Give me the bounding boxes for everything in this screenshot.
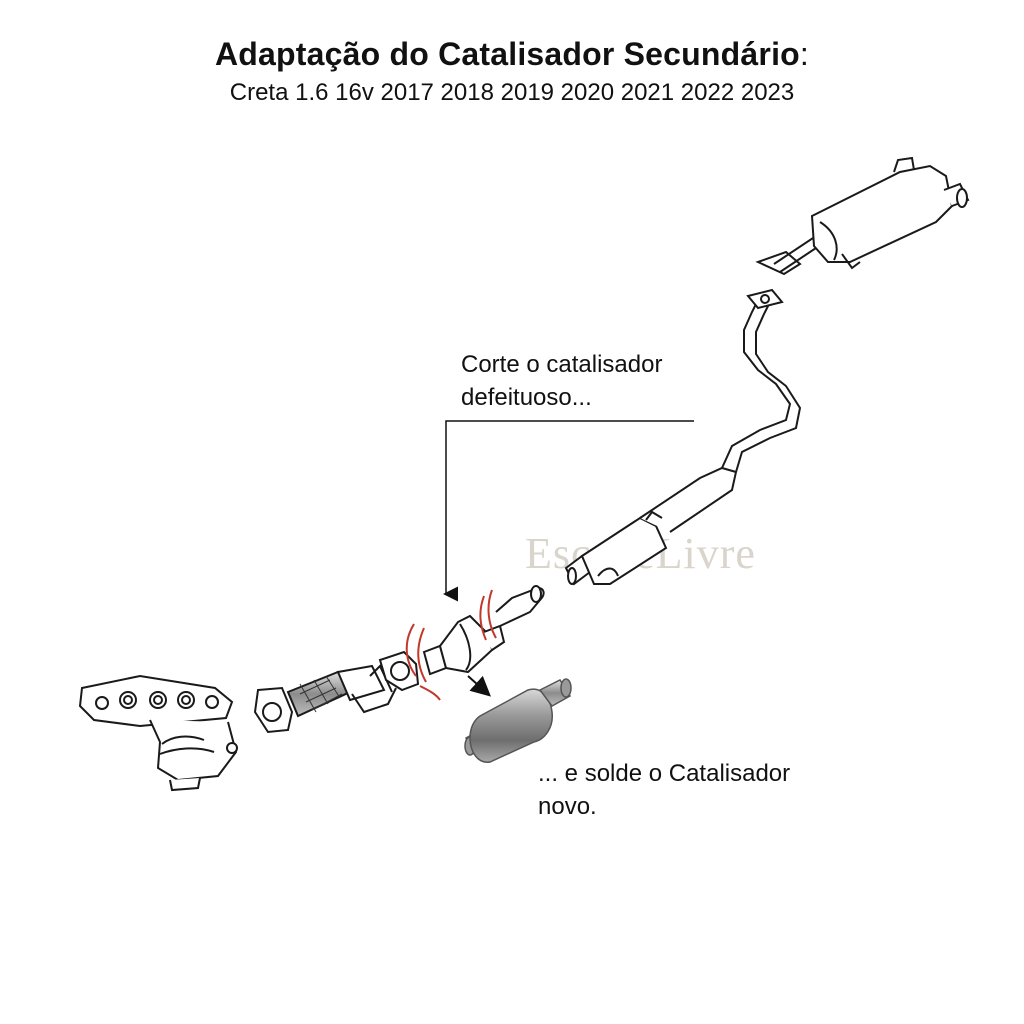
callout-weld-line1: ... e solde o Catalisador (538, 760, 791, 787)
callout-cut-line2: defeituoso... (461, 384, 592, 411)
callout-cut-text: Corte o catalisador defeituoso... (461, 348, 761, 414)
callout-weld-text: ... e solde o Catalisador novo. (538, 757, 858, 823)
rear-muffler (755, 156, 970, 276)
exhaust-manifold (78, 674, 238, 792)
removal-arrow (467, 675, 491, 697)
callout-weld-line2: novo. (538, 793, 597, 820)
page-subtitle: Creta 1.6 16v 2017 2018 2019 2020 2021 2… (229, 79, 795, 106)
cut-marks (405, 589, 497, 701)
mid-pipe (721, 288, 802, 473)
callout-cut-line1: Corte o catalisador (461, 351, 663, 378)
header: Adaptação do Catalisador Secundário: Cre… (0, 36, 1024, 107)
new-catalyst (464, 678, 572, 763)
centre-muffler (564, 466, 738, 586)
front-flex-pipe (253, 664, 397, 734)
title-colon: : (799, 36, 809, 72)
page-title: Adaptação do Catalisador Secundário: (215, 36, 809, 72)
callout-leader (443, 420, 694, 602)
secondary-catalyst-old (422, 585, 545, 676)
